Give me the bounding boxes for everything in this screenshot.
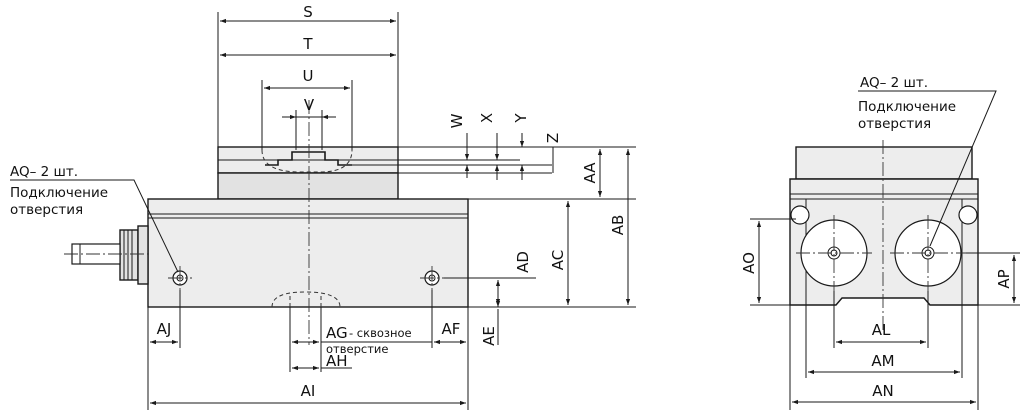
dim-w: W	[448, 113, 466, 128]
port-note-right-2: отверстия	[858, 116, 931, 132]
dim-am: AM	[871, 352, 894, 370]
port-right	[420, 266, 444, 290]
side-view: AO AP AL AM AN AQ– 2 шт. Подключение отв…	[740, 75, 1020, 410]
dim-u: U	[303, 67, 314, 85]
dim-ag: AG	[326, 324, 348, 342]
dim-aa: AA	[581, 162, 599, 184]
dim-s: S	[303, 3, 313, 21]
fitting-collar	[137, 225, 149, 285]
dim-z: Z	[544, 133, 562, 143]
side-bore-right	[890, 215, 966, 291]
fitting-nut	[119, 229, 139, 281]
main-body	[147, 198, 469, 308]
port-note-left-1: Подключение	[10, 185, 108, 201]
through-hole-outline	[271, 291, 341, 308]
dim-al: AL	[872, 321, 891, 339]
dim-af: AF	[442, 320, 461, 338]
dim-ao: AO	[740, 252, 758, 274]
port-note-left-2: отверстия	[10, 202, 83, 218]
dim-ah: AH	[326, 352, 348, 370]
side-top-block	[795, 146, 973, 180]
port-label-left: AQ– 2 шт.	[10, 164, 78, 180]
ag-note-2: отверстие	[326, 342, 388, 356]
dim-ab: AB	[609, 215, 627, 236]
port-label-right: AQ– 2 шт.	[860, 75, 928, 91]
ag-note-1: - сквозное	[349, 326, 412, 340]
side-bore-left	[796, 215, 872, 291]
dim-ac: AC	[549, 250, 567, 270]
upper-block-base	[217, 172, 399, 200]
dim-v: V	[304, 96, 315, 114]
dim-an: AN	[872, 382, 893, 400]
dim-y: Y	[512, 113, 530, 124]
t-slot-outline	[261, 149, 353, 173]
port-note-right-1: Подключение	[858, 99, 956, 115]
dim-ap: AP	[995, 269, 1013, 288]
dim-ad: AD	[514, 251, 532, 273]
front-view: S T U V W X Y Z AA	[10, 3, 636, 410]
dim-x: X	[478, 113, 496, 123]
dim-ai: AI	[301, 382, 316, 400]
port-left	[168, 266, 192, 290]
dim-ae: AE	[480, 326, 498, 346]
dim-t: T	[302, 35, 313, 53]
dim-aj: AJ	[157, 320, 172, 338]
